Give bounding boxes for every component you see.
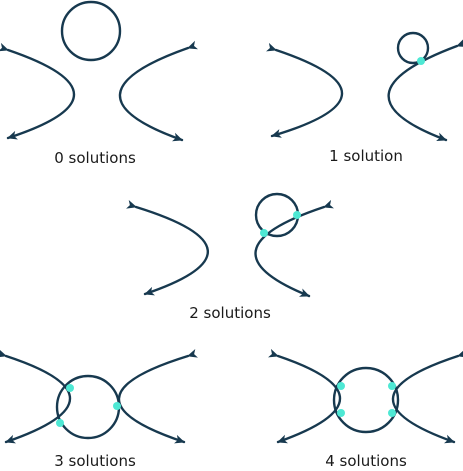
intersection-point <box>260 229 268 237</box>
circle <box>60 0 122 62</box>
panel-one-solution: 1 solution <box>266 31 463 165</box>
right-hyperbola-branch <box>118 40 198 142</box>
intersection-point <box>113 402 121 410</box>
circle <box>396 31 430 65</box>
label-three-solutions: 3 solutions <box>54 452 136 470</box>
panel-three-solutions: 3 solutions <box>0 348 198 470</box>
left-hyperbola-branch <box>268 348 341 444</box>
intersection-point <box>56 419 64 427</box>
intersection-point <box>66 384 74 392</box>
intersection-point <box>337 382 345 390</box>
intersection-point <box>388 409 396 417</box>
intersection-point <box>293 211 301 219</box>
circle <box>332 366 400 434</box>
left-hyperbola-branch <box>126 200 209 296</box>
right-hyperbola-branch <box>387 38 463 142</box>
label-one-solution: 1 solution <box>329 147 403 165</box>
intersection-point <box>388 382 396 390</box>
panel-zero-solutions: 0 solutions <box>0 0 198 167</box>
right-hyperbola-branch <box>117 349 198 444</box>
left-hyperbola-branch <box>0 348 71 444</box>
intersection-point <box>417 57 425 65</box>
label-two-solutions: 2 solutions <box>189 304 271 322</box>
panel-four-solutions: 4 solutions <box>268 348 463 470</box>
label-four-solutions: 4 solutions <box>325 452 407 470</box>
label-zero-solutions: 0 solutions <box>54 149 136 167</box>
right-hyperbola-branch <box>254 199 334 298</box>
intersection-point <box>337 409 345 417</box>
left-hyperbola-branch <box>266 42 344 138</box>
right-hyperbola-branch <box>391 348 463 444</box>
left-hyperbola-branch <box>0 42 75 140</box>
panel-two-solutions: 2 solutions <box>126 192 334 322</box>
